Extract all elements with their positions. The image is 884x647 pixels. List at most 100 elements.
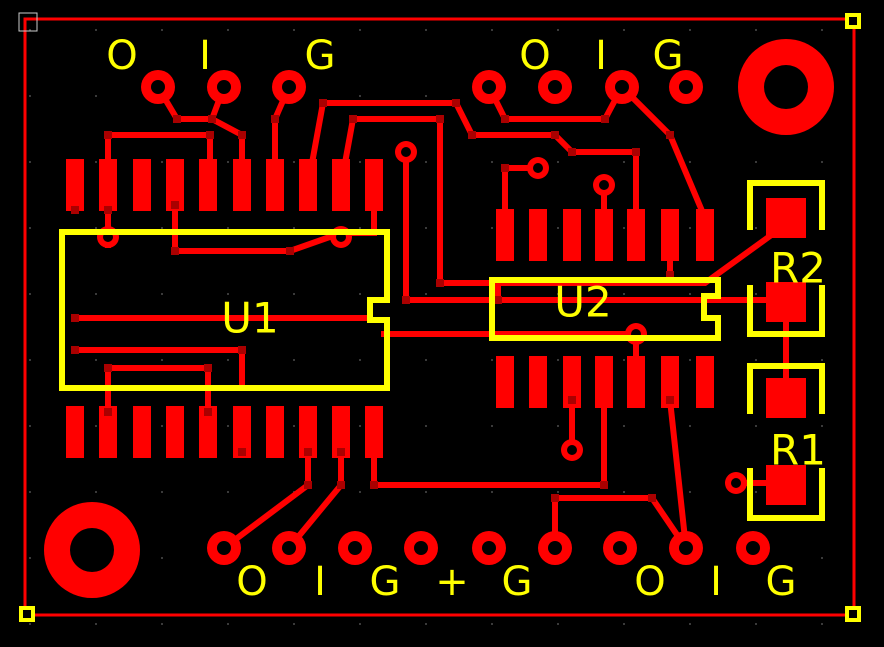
grid-dot bbox=[425, 161, 427, 163]
r2-outline-top bbox=[747, 180, 825, 230]
grid-dot bbox=[623, 227, 625, 229]
trace-node bbox=[208, 115, 216, 123]
grid-dot bbox=[293, 425, 295, 427]
trace-node bbox=[601, 115, 609, 123]
mounting-hole-top-right bbox=[738, 39, 834, 135]
header-pin-hole bbox=[679, 541, 693, 555]
u1-pin-pad bbox=[332, 406, 350, 458]
grid-dot bbox=[755, 425, 757, 427]
u1-pin-pad bbox=[199, 159, 217, 211]
grid-dot bbox=[755, 227, 757, 229]
grid-dot bbox=[95, 491, 97, 493]
grid-dot bbox=[557, 359, 559, 361]
u1-pin-pad bbox=[199, 406, 217, 458]
trace-node bbox=[632, 148, 640, 156]
grid-dot bbox=[821, 557, 823, 559]
trace-node bbox=[204, 364, 212, 372]
header-pin-hole bbox=[679, 80, 693, 94]
u1-pin-pad bbox=[365, 159, 383, 211]
trace-node bbox=[71, 346, 79, 354]
pin-label: G bbox=[653, 33, 684, 79]
trace-node bbox=[349, 115, 357, 123]
header-pin-hole bbox=[282, 80, 296, 94]
pin-labels-bottom-left: O I G + G bbox=[236, 559, 532, 605]
grid-dot bbox=[689, 293, 691, 295]
grid-dot bbox=[29, 293, 31, 295]
pin-label: O bbox=[519, 33, 550, 79]
pin-labels-top-left: O I G bbox=[106, 33, 335, 79]
trace-node bbox=[436, 115, 444, 123]
grid-dot bbox=[227, 623, 229, 625]
u1-pin-pad bbox=[233, 406, 251, 458]
grid-dot bbox=[293, 359, 295, 361]
through-hole-pads bbox=[141, 70, 770, 565]
trace-node bbox=[551, 494, 559, 502]
u2-pin-pad bbox=[529, 209, 547, 261]
grid-dot bbox=[227, 29, 229, 31]
r2-pad bbox=[766, 198, 806, 238]
trace-node bbox=[600, 481, 608, 489]
grid-dot bbox=[755, 359, 757, 361]
trace-node bbox=[501, 115, 509, 123]
grid-dot bbox=[293, 623, 295, 625]
grid-dot bbox=[491, 29, 493, 31]
r2-outline-bottom bbox=[747, 285, 825, 337]
trace-node bbox=[206, 131, 214, 139]
trace-node bbox=[666, 396, 674, 404]
grid-dot bbox=[161, 425, 163, 427]
via-hole bbox=[401, 147, 411, 157]
u1-pin-pad bbox=[299, 406, 317, 458]
pin-label: I bbox=[710, 559, 722, 605]
u2-pin-pad bbox=[627, 209, 645, 261]
trace-node bbox=[648, 494, 656, 502]
pin-label: G bbox=[766, 559, 797, 605]
grid-dot bbox=[227, 359, 229, 361]
u2-pin-pad bbox=[595, 356, 613, 408]
trace-node bbox=[104, 408, 112, 416]
u1-pin-pad bbox=[166, 159, 184, 211]
grid-dot bbox=[821, 425, 823, 427]
trace-node bbox=[452, 99, 460, 107]
header-pin-hole bbox=[414, 541, 428, 555]
header-pin-hole bbox=[151, 80, 165, 94]
via-hole bbox=[567, 445, 577, 455]
silkscreen bbox=[59, 180, 825, 521]
grid-dot bbox=[821, 161, 823, 163]
trace-node bbox=[337, 481, 345, 489]
grid-dot bbox=[425, 29, 427, 31]
grid-dot bbox=[755, 293, 757, 295]
grid-dot bbox=[359, 161, 361, 163]
grid-dot bbox=[689, 623, 691, 625]
grid-dot bbox=[557, 29, 559, 31]
grid-dot bbox=[359, 623, 361, 625]
grid-dot bbox=[425, 227, 427, 229]
grid-dot bbox=[689, 359, 691, 361]
grid-dot bbox=[623, 623, 625, 625]
u1-pin-pad bbox=[266, 159, 284, 211]
u2-outline bbox=[489, 277, 721, 341]
u1-pin-pad bbox=[365, 406, 383, 458]
mounting-hole-bottom-left bbox=[44, 502, 140, 598]
grid-dot bbox=[557, 227, 559, 229]
grid-dot bbox=[689, 491, 691, 493]
grid-dot bbox=[29, 623, 31, 625]
u2-pin-pad bbox=[661, 209, 679, 261]
grid-dot bbox=[293, 161, 295, 163]
u2-pin-pad bbox=[563, 356, 581, 408]
grid-dot bbox=[29, 491, 31, 493]
u1-pin-pad bbox=[133, 406, 151, 458]
grid-dot bbox=[557, 293, 559, 295]
r1-label: R1 bbox=[770, 426, 826, 475]
grid-dot bbox=[161, 161, 163, 163]
header-pin-hole bbox=[615, 80, 629, 94]
grid-dot bbox=[95, 293, 97, 295]
grid-dot bbox=[491, 425, 493, 427]
grid-dot bbox=[29, 227, 31, 229]
header-pin-hole bbox=[613, 541, 627, 555]
u1-outline bbox=[59, 229, 390, 391]
grid-dot bbox=[227, 293, 229, 295]
u1-pin-pad bbox=[66, 406, 84, 458]
grid-dot bbox=[689, 227, 691, 229]
via-hole bbox=[533, 163, 543, 173]
